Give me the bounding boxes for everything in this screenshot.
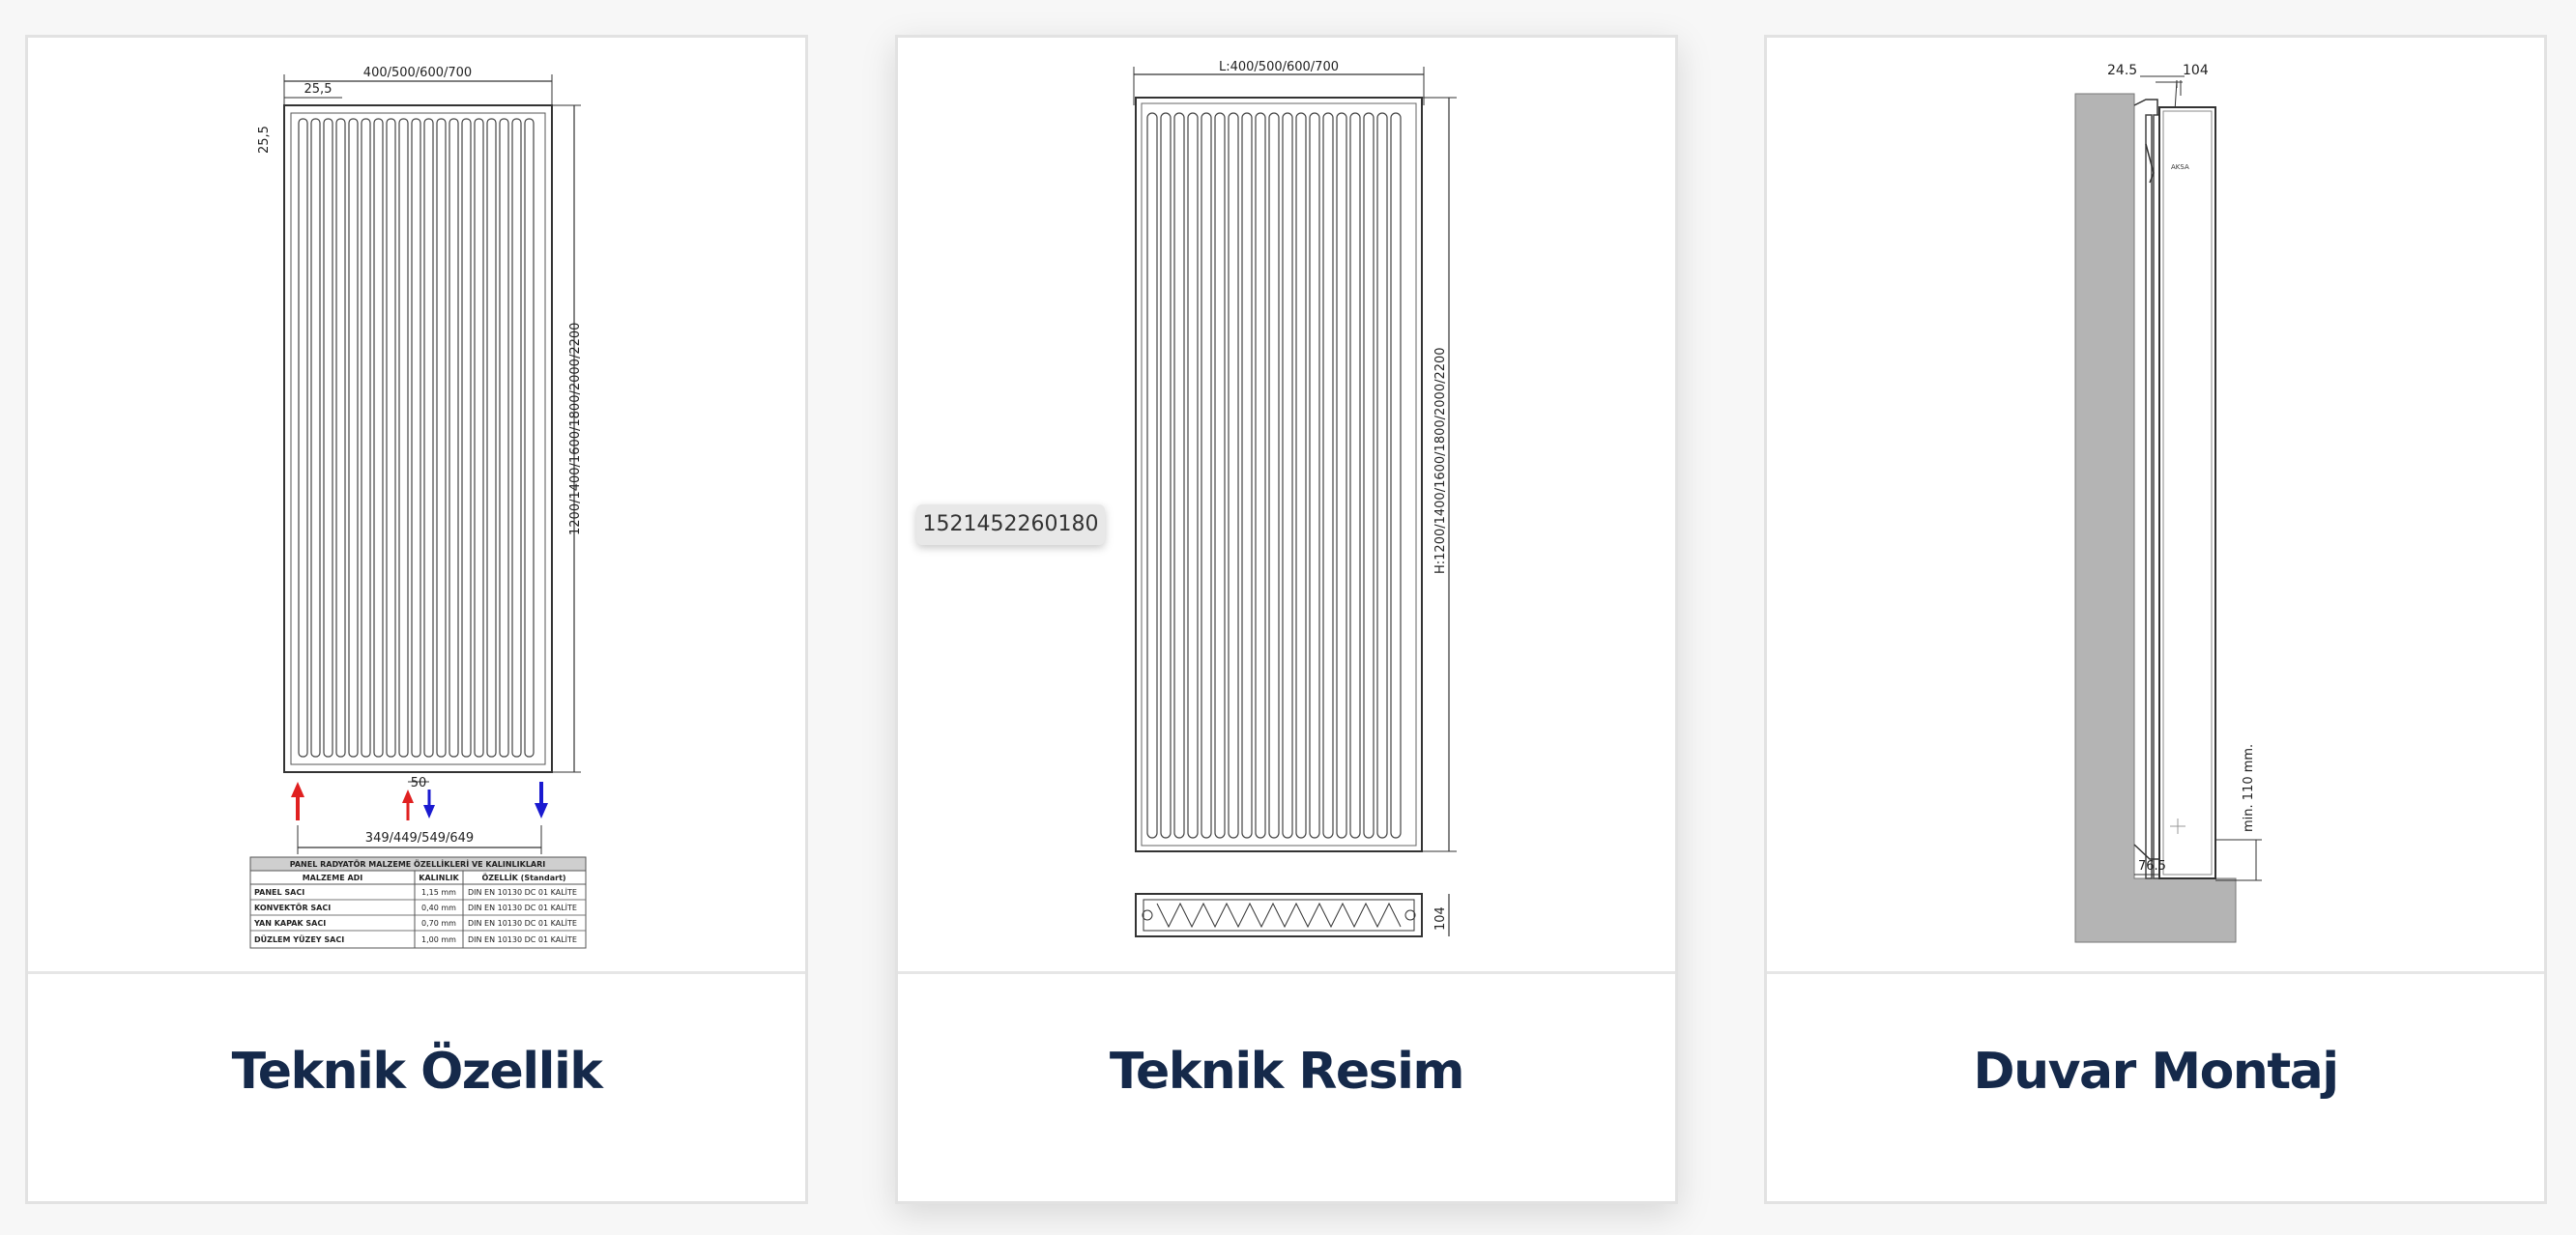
card-title[interactable]: Teknik Resim: [1109, 1043, 1465, 1101]
card-title[interactable]: Teknik Özellik: [231, 1043, 603, 1101]
height-dim-label: 1200/1400/1600/1800/2000/2200: [568, 323, 583, 535]
wall-mount-svg: 24.5 104 AKSA: [2074, 63, 2262, 943]
image-tooltip: 1521452260180: [916, 504, 1105, 545]
radiator-channels: [1146, 112, 1402, 839]
card-title[interactable]: Duvar Montaj: [1973, 1043, 2339, 1101]
table-cell: 0,70 mm: [421, 919, 456, 928]
card-teknik-resim[interactable]: L:400/500/600/700: [895, 35, 1678, 1204]
supply-arrow-left-icon: [291, 782, 304, 820]
bottom-dim-label: 76.5: [2138, 859, 2166, 874]
edge-dim-label: 25,5: [304, 82, 333, 97]
radiator-channels: [298, 118, 535, 758]
table-cell: PANEL SACI: [254, 888, 304, 897]
table-cell: KONVEKTÖR SACI: [254, 903, 331, 912]
side-dim-label: 25,5: [257, 126, 272, 154]
table-cell: DIN EN 10130 DC 01 KALİTE: [468, 887, 577, 897]
brand-label: AKSA: [2171, 163, 2189, 171]
depth-dim-label: 104: [2183, 63, 2209, 78]
height-dim-label: H:1200/1400/1600/1800/2000/2200: [1433, 347, 1448, 574]
table-title: PANEL RADYATÖR MALZEME ÖZELLİKLERİ VE KA…: [290, 859, 546, 869]
depth-dim-label: 104: [1433, 906, 1448, 931]
return-arrow-right-icon: [535, 782, 548, 819]
table-cell: 0,40 mm: [421, 904, 456, 912]
wall-mount-drawing[interactable]: 24.5 104 AKSA: [1767, 38, 2544, 974]
clearance-dim-label: min. 110 mm.: [2242, 744, 2256, 832]
radiator-spec-svg: 400/500/600/700 25,5 25,5: [249, 66, 587, 949]
supply-arrow-center-icon: [402, 790, 414, 820]
table-cell: 1,15 mm: [421, 888, 456, 897]
pipe-dim-label: 50: [411, 776, 427, 790]
table-cell: DIN EN 10130 DC 01 KALİTE: [468, 918, 577, 928]
table-header-name: MALZEME ADI: [303, 874, 363, 882]
table-cell: DIN EN 10130 DC 01 KALİTE: [468, 903, 577, 912]
table-cell: DÜZLEM YÜZEY SACI: [254, 934, 344, 944]
card-duvar-montaj[interactable]: 24.5 104 AKSA: [1764, 35, 2547, 1204]
card-teknik-ozellik[interactable]: 400/500/600/700 25,5 25,5: [25, 35, 808, 1204]
technical-spec-drawing[interactable]: 400/500/600/700 25,5 25,5: [28, 38, 805, 974]
table-header-thickness: KALINLIK: [419, 874, 459, 882]
radiator-top-view: [1135, 893, 1423, 937]
return-arrow-center-icon: [423, 790, 435, 819]
spacing-dim-label: 349/449/549/649: [365, 831, 474, 846]
radiator-drawing-svg: L:400/500/600/700: [1133, 60, 1457, 937]
wall-section: [2074, 93, 2237, 943]
table-cell: YAN KAPAK SACI: [253, 919, 326, 928]
width-dim-label: 400/500/600/700: [363, 66, 472, 80]
table-header-spec: ÖZELLİK (Standart): [481, 873, 565, 882]
table-cell: DIN EN 10130 DC 01 KALİTE: [468, 934, 577, 944]
material-table: PANEL RADYATÖR MALZEME ÖZELLİKLERİ VE KA…: [249, 856, 587, 949]
wall-dim-label: 24.5: [2107, 63, 2137, 78]
width-dim-label: L:400/500/600/700: [1219, 60, 1339, 74]
table-cell: 1,00 mm: [421, 935, 456, 944]
